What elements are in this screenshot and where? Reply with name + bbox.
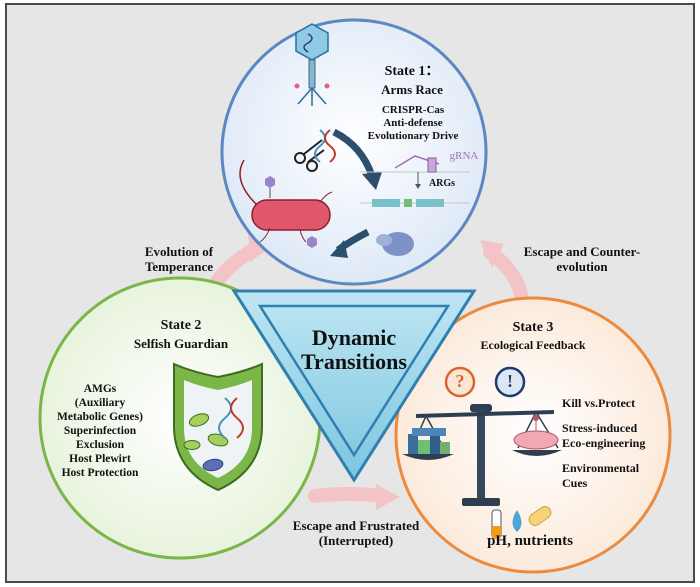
state2-subtitle: Selfish Guardian <box>133 336 229 351</box>
state3-item: Stress-induced <box>562 420 638 435</box>
transition-right-line: Escape and Counter- <box>523 244 641 259</box>
state1-item: Anti-defense <box>383 116 443 129</box>
center-title-line2: Transitions <box>301 349 407 375</box>
state2-title: State 2 <box>160 318 202 333</box>
phage-icon <box>294 23 330 106</box>
return-arrow-head-icon <box>330 240 348 258</box>
state1-item: CRISPR-Cas <box>381 104 445 116</box>
state2-item: Superinfection <box>63 425 137 438</box>
state1-subtitle: Arms Race <box>381 82 443 97</box>
test-tube-icon <box>491 509 502 539</box>
arrowhead-bottom <box>376 484 400 510</box>
state3-title: State 3 <box>512 320 554 335</box>
state1-title: State 1： <box>384 64 440 79</box>
transition-left-line: Temperance <box>144 259 214 275</box>
exclamation-icon <box>494 366 526 398</box>
state2-items: AMGs (Auxiliary Metabolic Genes) Superin… <box>46 382 154 480</box>
curved-arrow-head-icon <box>362 172 382 190</box>
state3-question-mark: ? <box>455 371 465 391</box>
transition-bottom-line: Escape and Frustrated <box>292 518 420 533</box>
capsule-icon <box>528 506 552 526</box>
balance-scale-icon <box>402 404 562 506</box>
biomass-pile-icon <box>408 428 450 454</box>
dna-helix-icon <box>218 397 244 439</box>
grna-label: gRNA <box>449 150 479 162</box>
state1-item: Evolutionary Drive <box>367 129 459 142</box>
state3-exclamation-mark: ! <box>507 371 513 391</box>
state1-items: CRISPR-Cas Anti-defense Evolutionary Dri… <box>360 104 466 143</box>
crispr-locus-icon <box>360 155 470 189</box>
arrowhead-right <box>480 240 504 268</box>
arrow-bottom <box>308 487 387 503</box>
transition-left-line: Evolution of <box>144 244 214 259</box>
center-triangle-outer <box>231 289 477 483</box>
center-title: Dynamic Transitions <box>288 325 420 375</box>
bacterium-icon <box>239 159 333 243</box>
transition-left-label: Evolution of Temperance <box>118 244 240 275</box>
transition-right-line: evolution <box>556 259 608 275</box>
dna-icon <box>314 129 336 163</box>
state3-item: Cues <box>562 475 588 490</box>
shield-icon <box>173 362 263 492</box>
state3-items: Kill vs.Protect Stress-induced Eco-engin… <box>562 396 670 490</box>
curved-arrow-icon <box>332 128 376 178</box>
state2-item: Host Plewirt <box>69 453 131 466</box>
state3-item: Kill vs.Protect <box>562 396 636 410</box>
state3-footer: pH, nutrients <box>487 533 573 549</box>
state3-subtitle: Ecological Feedback <box>480 338 586 352</box>
transition-bottom-line: (Interrupted) <box>318 533 394 549</box>
state2-item: Host Protection <box>61 467 139 480</box>
args-gene-track <box>360 199 470 207</box>
water-drop-icon <box>512 510 522 532</box>
bacteria-cluster-icon <box>183 413 229 472</box>
state2-item: AMGs <box>83 383 117 395</box>
center-title-line1: Dynamic <box>311 325 397 350</box>
question-mark-icon <box>444 366 476 398</box>
center-triangle-inner <box>257 304 451 458</box>
transition-bottom-label: Escape and Frustrated (Interrupted) <box>270 518 442 549</box>
transition-right-label: Escape and Counter- evolution <box>506 244 658 275</box>
args-label: ARGs <box>428 178 456 189</box>
protein-icon <box>376 232 414 256</box>
state2-item: Metabolic Genes) <box>57 411 143 424</box>
state3-item: Eco-engineering <box>562 435 646 450</box>
small-phage-icon <box>265 176 317 248</box>
state3-item: Environmental <box>562 460 640 475</box>
state2-item: Exclusion <box>76 439 124 452</box>
state2-item: (Auxiliary <box>74 397 126 410</box>
cell-on-scale-icon <box>513 415 559 450</box>
